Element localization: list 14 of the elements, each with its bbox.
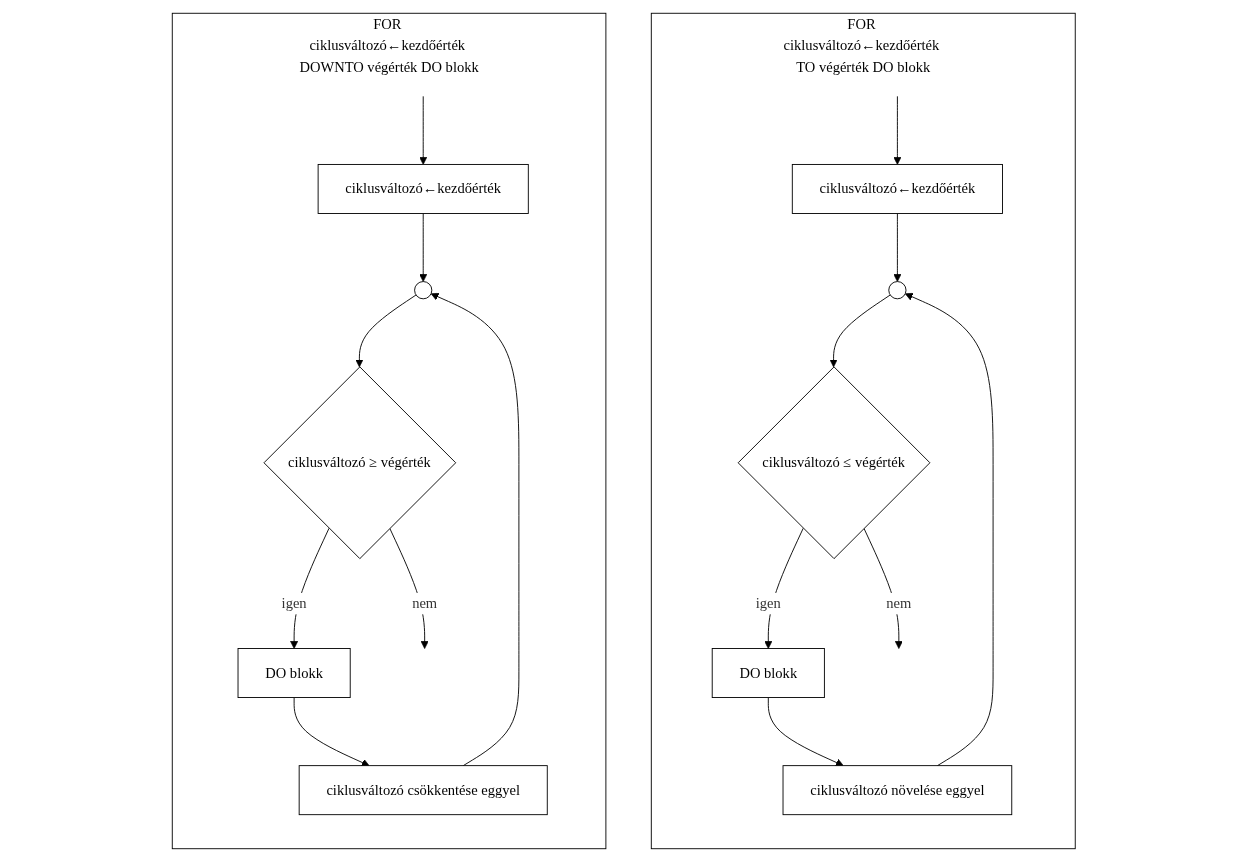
node-box: ciklusváltozó←kezdőérték [791, 163, 1003, 214]
node-box: ciklusváltozó←kezdőérték [317, 163, 529, 214]
node-box: DO blokk [237, 648, 351, 698]
edge-label: igen [755, 595, 781, 611]
edge-label: nem [886, 595, 912, 611]
node-diamond: ciklusváltozó ≤ végérték [737, 366, 931, 560]
edge-label: nem [411, 595, 437, 611]
node-circle [413, 281, 433, 300]
node-diamond: ciklusváltozó ≥ végérték [263, 366, 456, 560]
node-box: DO blokk [711, 648, 825, 698]
node-box: ciklusváltozó növelése eggyel [782, 765, 1012, 816]
edge-label: igen [281, 595, 307, 611]
node-circle [888, 281, 907, 300]
node-box: ciklusváltozó csökkentése eggyel [298, 765, 548, 816]
